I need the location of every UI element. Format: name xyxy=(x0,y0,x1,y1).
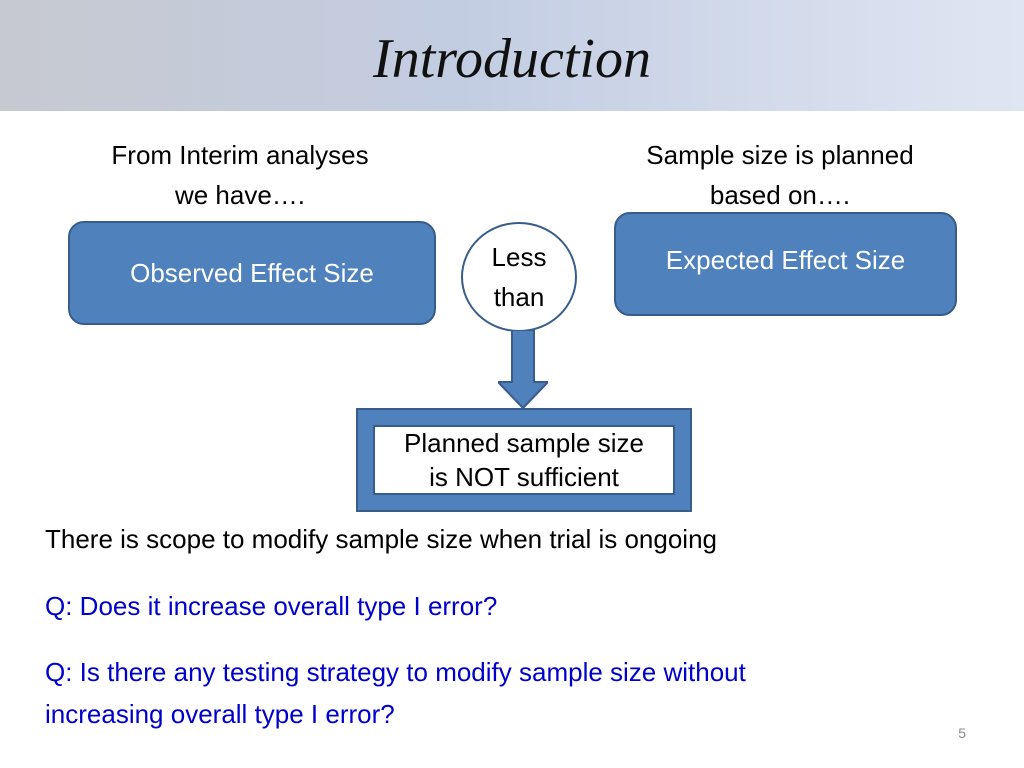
result-box: Planned sample size is NOT sufficient xyxy=(356,408,692,512)
title-bar xyxy=(0,0,1024,111)
statement-text: There is scope to modify sample size whe… xyxy=(45,524,717,554)
question-2-line-2: increasing overall type I error? xyxy=(45,699,395,729)
left-caption: From Interim analyses we have…. xyxy=(70,135,410,215)
observed-effect-size-box: Observed Effect Size xyxy=(68,221,436,325)
right-caption: Sample size is planned based on…. xyxy=(600,135,960,215)
down-arrow-icon xyxy=(498,330,548,410)
observed-effect-size-label: Observed Effect Size xyxy=(130,257,374,288)
left-caption-line-1: From Interim analyses xyxy=(111,140,369,170)
question-1-text: Q: Does it increase overall type I error… xyxy=(45,591,498,621)
expected-effect-size-label: Expected Effect Size xyxy=(665,244,906,275)
left-caption-line-2: we have…. xyxy=(174,180,306,210)
result-line-2: is NOT sufficient xyxy=(429,462,619,492)
right-caption-line-2: based on…. xyxy=(709,180,851,210)
question-2-line-1: Q: Is there any testing strategy to modi… xyxy=(45,657,746,687)
result-line-1: Planned sample size xyxy=(404,428,644,458)
comparison-circle: Less than xyxy=(461,222,577,332)
comparison-line-1: Less xyxy=(491,242,547,272)
question-2-text: Q: Is there any testing strategy to modi… xyxy=(45,651,945,735)
page-number: 5 xyxy=(958,725,966,741)
right-caption-line-1: Sample size is planned xyxy=(646,140,914,170)
slide-title: Introduction xyxy=(373,28,651,90)
result-inner-box: Planned sample size is NOT sufficient xyxy=(373,425,675,495)
comparison-line-2: than xyxy=(493,282,545,312)
expected-effect-size-box: Expected Effect Size xyxy=(614,212,957,316)
